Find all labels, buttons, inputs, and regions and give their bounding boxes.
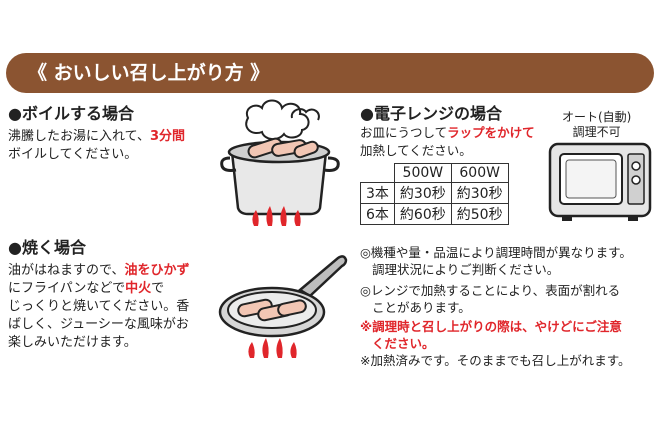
row-label: 6本 bbox=[360, 203, 395, 225]
pan-no-oil: 油をひかず bbox=[124, 263, 190, 278]
auto-cook-label: オート(自動) 調理不可 bbox=[562, 110, 631, 140]
row-label: 3本 bbox=[360, 182, 395, 204]
boiling-pot-illustration bbox=[220, 99, 340, 226]
boil-text-2: ボイルしてください。 bbox=[8, 147, 138, 162]
boil-title: ●ボイルする場合 bbox=[8, 104, 134, 123]
auto-cook-text: オート(自動) bbox=[562, 110, 632, 124]
header-600w: 600W bbox=[450, 163, 509, 183]
note-text: ※調理時と召し上がりの際は、やけどにご注意 bbox=[360, 319, 622, 334]
boil-instructions: 沸騰したお湯に入れて、3分間 ボイルしてください。 bbox=[8, 128, 185, 164]
note-precooked: ※加熱済みです。そのままでも召し上がれます。 bbox=[360, 353, 631, 368]
boil-text-1: 沸騰したお湯に入れて、 bbox=[8, 129, 150, 144]
note-text: ◎レンジで加熱することにより、表面が割れる bbox=[360, 283, 621, 298]
pan-text-5: 楽しみいただけます。 bbox=[8, 335, 137, 350]
note-surface-crack: ◎レンジで加熱することにより、表面が割れる ことがあります。 bbox=[360, 282, 620, 316]
pan-text-4: ばしく、ジューシーな風味がお bbox=[8, 317, 189, 332]
note-burn-warning: ※調理時と召し上がりの際は、やけどにご注意 ください。 bbox=[360, 318, 622, 352]
microwave-illustration bbox=[548, 142, 652, 221]
microwave-wrap: ラップをかけて bbox=[447, 125, 535, 140]
pan-title: ●焼く場合 bbox=[8, 238, 86, 257]
note-text: ◎機種や量・品温により調理時間が異なります。 bbox=[360, 245, 632, 260]
microwave-instructions: お皿にうつしてラップをかけて 加熱してください。 bbox=[360, 124, 535, 160]
frying-pan-illustration bbox=[218, 255, 348, 358]
section-title: 《 おいしい召し上がり方 》 bbox=[28, 62, 270, 84]
pan-text-2: にフライパンなどで bbox=[8, 281, 126, 296]
table-row: 3本 約30秒 約30秒 bbox=[360, 182, 509, 204]
note-text: 調理状況によりご判断ください。 bbox=[372, 262, 560, 277]
heating-time-table: 500W 600W 3本 約30秒 約30秒 6本 約60秒 約50秒 bbox=[360, 163, 509, 225]
table-cell: 約30秒 bbox=[393, 182, 452, 204]
table-cell: 約60秒 bbox=[393, 203, 452, 225]
pan-instructions: 油がはねますので、油をひかず にフライパンなどで中火で じっくりと焼いてください… bbox=[8, 262, 190, 352]
pan-text-3: じっくりと焼いてください。香 bbox=[8, 299, 190, 314]
pan-text-2b: で bbox=[151, 281, 165, 296]
table-header-row: 500W 600W bbox=[361, 163, 509, 183]
table-cell: 約30秒 bbox=[450, 182, 509, 204]
note-cooking-time: ◎機種や量・品温により調理時間が異なります。 調理状況によりご判断ください。 bbox=[360, 244, 632, 278]
microwave-title: ●電子レンジの場合 bbox=[360, 104, 502, 123]
pan-text-1: 油がはねますので、 bbox=[8, 263, 125, 278]
table-cell: 約50秒 bbox=[450, 203, 509, 225]
pan-heat: 中火 bbox=[125, 281, 152, 296]
auto-cook-unavailable: 調理不可 bbox=[572, 125, 621, 139]
section-header: 《 おいしい召し上がり方 》 bbox=[6, 53, 654, 93]
microwave-text-1: お皿にうつして bbox=[360, 125, 448, 140]
boil-time: 3分間 bbox=[149, 129, 186, 144]
header-500w: 500W bbox=[393, 163, 452, 183]
note-text: ことがあります。 bbox=[372, 300, 471, 315]
table-row: 6本 約60秒 約50秒 bbox=[360, 203, 509, 225]
microwave-text-2: 加熱してください。 bbox=[360, 143, 472, 158]
note-text: ください。 bbox=[372, 336, 435, 351]
